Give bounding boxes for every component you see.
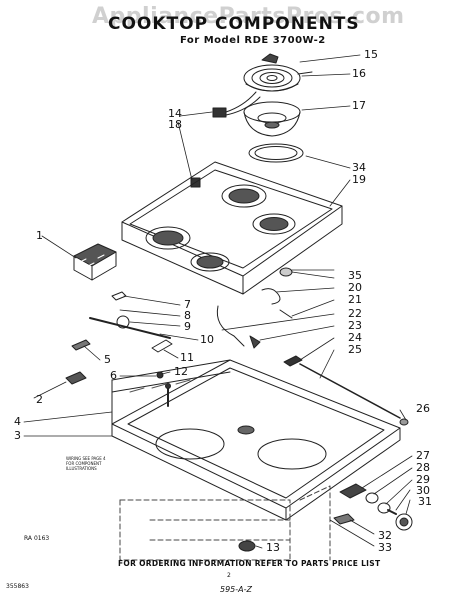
- callout-8: 8: [184, 309, 191, 322]
- drip-bowl: [243, 101, 301, 137]
- callout-11: 11: [180, 351, 194, 364]
- callout-5: 5: [104, 353, 111, 366]
- figure-id: RA 0163: [24, 535, 50, 542]
- callout-9: 9: [184, 320, 191, 333]
- callout-27: 27: [416, 449, 430, 462]
- callout-7: 7: [184, 298, 191, 311]
- left-code: 355863: [6, 583, 29, 590]
- receptacle-left: [73, 243, 117, 281]
- main-top: [111, 359, 401, 521]
- callout-32: 32: [378, 529, 392, 542]
- callout-25: 25: [348, 343, 362, 356]
- callout-4: 4: [14, 415, 21, 428]
- page-mark: 2: [227, 572, 231, 579]
- surface-element: [243, 53, 313, 92]
- callout-20: 20: [348, 281, 362, 294]
- callout-29: 29: [416, 473, 430, 486]
- callout-28: 28: [416, 461, 430, 474]
- callout-2: 2: [36, 393, 43, 406]
- callout-12: 12: [174, 365, 188, 378]
- callout-13: 13: [266, 541, 280, 554]
- right-hardware: [216, 267, 409, 426]
- watermark-text: AppliancePartsPros.com: [92, 4, 405, 29]
- document-number: 595-A-Z: [220, 585, 252, 594]
- control-switch: [238, 483, 413, 552]
- callout-16: 16: [352, 67, 366, 80]
- leader-lines: [23, 54, 413, 549]
- callout-1: 1: [36, 229, 43, 242]
- trim-ring: [248, 143, 304, 163]
- wiring-note: WIRING SEE PAGE 4 FOR COMPONENT ILLUSTRA…: [66, 456, 106, 471]
- callout-35: 35: [348, 269, 362, 282]
- callout-19: 19: [352, 173, 366, 186]
- model-line: For Model RDE 3700W-2: [180, 35, 326, 46]
- callout-14: 14: [168, 107, 182, 120]
- callout-17: 17: [352, 99, 366, 112]
- callout-15: 15: [364, 48, 378, 61]
- lower-body: [119, 485, 331, 561]
- callout-31: 31: [418, 495, 432, 508]
- callout-18: 18: [168, 118, 182, 131]
- callout-3: 3: [14, 429, 21, 442]
- callout-23: 23: [348, 319, 362, 332]
- callout-30: 30: [416, 484, 430, 497]
- callout-22: 22: [348, 307, 362, 320]
- diagram-title: COOKTOP COMPONENTS: [108, 14, 360, 34]
- callout-21: 21: [348, 293, 362, 306]
- left-hardware: [65, 291, 173, 407]
- callout-24: 24: [348, 331, 362, 344]
- callout-34: 34: [352, 161, 366, 174]
- ordering-note: FOR ORDERING INFORMATION REFER TO PARTS …: [118, 559, 381, 568]
- callout-10: 10: [200, 333, 214, 346]
- callout-33: 33: [378, 541, 392, 554]
- cooktop-panel: [121, 161, 343, 295]
- callout-26: 26: [416, 402, 430, 415]
- callout-6: 6: [110, 369, 117, 382]
